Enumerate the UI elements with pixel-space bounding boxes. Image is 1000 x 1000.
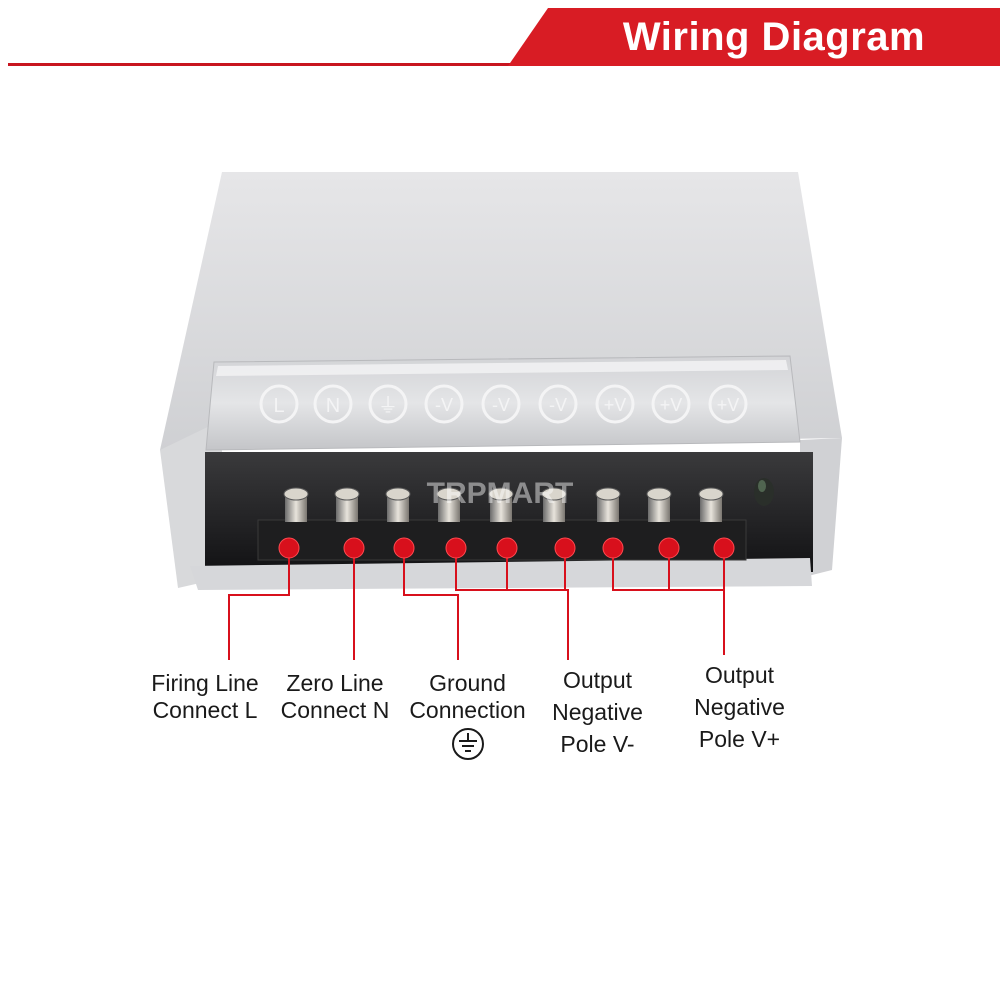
earth-ground-icon	[451, 728, 484, 760]
wire-negative	[455, 548, 569, 660]
cover-symbols: L N ⏚ -V -V -V +V +V +V	[259, 384, 748, 424]
terminal-dot-ground	[393, 537, 415, 559]
label-neg-line-1: Output	[562, 667, 633, 693]
svg-text:-V: -V	[435, 395, 453, 415]
terminal-screw	[541, 487, 567, 522]
terminal-dot-neg-1	[445, 537, 467, 559]
terminal-screw	[436, 487, 462, 522]
wire-firing	[228, 548, 290, 660]
svg-text:N: N	[326, 395, 340, 417]
label-neg-line-2: Negative	[552, 699, 643, 725]
terminal-dot-neg-2	[496, 537, 518, 559]
terminal-screw	[488, 487, 514, 522]
cover-symbol-n: N	[313, 384, 353, 424]
cover-symbol-neg-2: -V	[481, 384, 521, 424]
terminal-dot-pos-2	[658, 537, 680, 559]
terminal-dot-n	[343, 537, 365, 559]
cover-symbol-l: L	[259, 384, 299, 424]
indicator-led	[754, 478, 774, 506]
svg-text:L: L	[273, 395, 284, 417]
terminal-dot-pos-1	[602, 537, 624, 559]
page-title: Wiring Diagram	[622, 14, 926, 59]
label-firing-line-2: Connect L	[152, 697, 258, 723]
terminal-dot-pos-3	[713, 537, 735, 559]
wire-ground	[403, 548, 459, 660]
terminal-screw	[595, 487, 621, 522]
terminal-dot-neg-3	[554, 537, 576, 559]
watermark-text: TRPMART	[427, 477, 574, 510]
label-ground-line-2: Connection	[409, 697, 526, 723]
header-banner	[508, 8, 1000, 66]
terminal-screws	[283, 487, 724, 522]
label-zero-line: Zero Line Connect N	[270, 670, 400, 724]
cover-symbol-pos-3: +V	[708, 384, 748, 424]
terminal-screw	[698, 487, 724, 522]
cover-symbol-pos-1: +V	[595, 384, 635, 424]
housing-bottom-lip	[190, 558, 812, 590]
cover-symbol-ground: ⏚	[368, 384, 408, 424]
terminal-screw	[334, 487, 360, 522]
label-firing-line: Firing Line Connect L	[140, 670, 270, 724]
terminal-dots	[278, 537, 735, 559]
label-zero-line-2: Connect N	[280, 697, 390, 723]
terminal-screw	[646, 487, 672, 522]
terminal-screw	[385, 487, 411, 522]
svg-text:+V: +V	[717, 395, 740, 415]
svg-text:+V: +V	[604, 395, 627, 415]
cover-symbol-pos-2: +V	[651, 384, 691, 424]
label-firing-line-1: Firing Line	[151, 670, 259, 696]
label-zero-line-1: Zero Line	[286, 670, 384, 696]
label-ground-line-1: Ground	[429, 670, 506, 696]
cover-symbol-neg-1: -V	[424, 384, 464, 424]
terminal-screw	[283, 487, 309, 522]
label-output-negative: Output Negative Pole V-	[530, 664, 665, 760]
cover-symbol-neg-3: -V	[538, 384, 578, 424]
svg-text:+V: +V	[660, 395, 683, 415]
svg-text:⏚: ⏚	[378, 393, 398, 417]
terminal-dot-l	[278, 537, 300, 559]
label-output-positive: Output Negative Pole V+	[672, 659, 807, 755]
terminal-cover	[205, 355, 801, 451]
label-pos-line-3: Pole V+	[698, 726, 781, 752]
label-neg-line-3: Pole V-	[560, 731, 635, 757]
svg-text:-V: -V	[549, 395, 567, 415]
label-pos-line-1: Output	[704, 662, 775, 688]
svg-text:-V: -V	[492, 395, 510, 415]
label-pos-line-2: Negative	[694, 694, 785, 720]
label-ground-connection: Ground Connection	[400, 670, 535, 761]
header-divider-line	[8, 63, 1000, 66]
